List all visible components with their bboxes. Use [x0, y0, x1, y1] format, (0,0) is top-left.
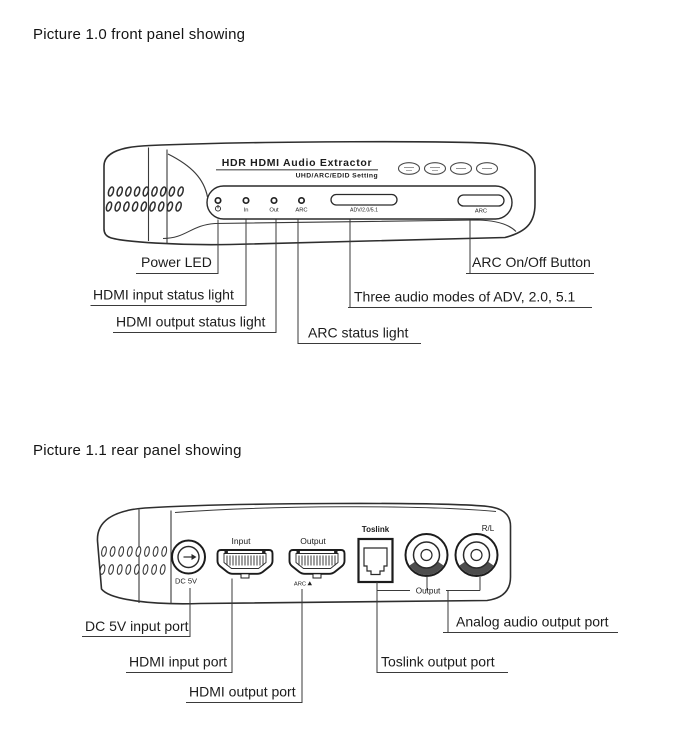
adv-mode-button-label: ADV/2.0/5.1 [350, 208, 378, 214]
rear-top-edge-line [174, 506, 497, 513]
logo-badges [397, 162, 499, 175]
led-label-out: Out [269, 208, 279, 214]
callout-arc-status: ARC status light [297, 219, 421, 344]
hdmi-input-port-label: Input [232, 536, 252, 546]
rear-callouts: DC 5V input port HDMI input port HDMI ou… [82, 578, 618, 703]
figure1-title: Picture 1.0 front panel showing [33, 26, 246, 43]
brand-subtitle: UHD/ARC/EDID Setting [296, 173, 378, 180]
dc-port-label: DC 5V [175, 577, 197, 586]
callout-dc-input: DC 5V input port [82, 588, 191, 637]
front-callouts: Power LED HDMI input status light HDMI o… [90, 219, 594, 344]
dc-power-jack [171, 539, 206, 575]
rear-panel-drawing: DC 5V Input Output ARC Toslink R/L Outpu… [96, 502, 512, 605]
callout-hdmi-output-label: HDMI output port [189, 684, 296, 700]
front-bottom-ridge [162, 219, 517, 240]
toslink-port [357, 537, 394, 584]
arc-toggle-button-label: ARC [475, 209, 487, 215]
front-panel-drawing: HDR HDMI Audio Extractor UHD/ARC/EDID Se… [103, 140, 536, 246]
callout-toslink-output: Toslink output port [376, 582, 508, 673]
hdmi-output-port-label: Output [300, 536, 326, 546]
callout-hdmi-input-status: HDMI input status light [90, 219, 247, 306]
toslink-port-label: Toslink [362, 525, 390, 534]
front-control-panel: In Out ARC ADV/2.0/5.1 ARC [206, 185, 513, 220]
led-label-arc: ARC [295, 208, 307, 214]
callout-power-led: Power LED [136, 219, 219, 274]
output-group-bracket: Output [377, 576, 481, 596]
oval-badge-icon [449, 162, 473, 175]
callout-analog-output-label: Analog audio output port [456, 614, 609, 630]
power-icon [215, 204, 221, 212]
callout-power-led-label: Power LED [141, 254, 212, 270]
callout-hdmi-input: HDMI input port [126, 578, 233, 673]
brand-title: HDR HDMI Audio Extractor [222, 157, 373, 169]
callout-arc-status-label: ARC status light [308, 325, 408, 341]
callout-arc-onoff: ARC On/Off Button [466, 219, 594, 274]
callout-dc-input-label: DC 5V input port [85, 618, 189, 634]
callout-audio-modes-label: Three audio modes of ADV, 2.0, 5.1 [354, 289, 576, 305]
figure2-title: Picture 1.1 rear panel showing [33, 442, 242, 459]
output-led-light [270, 196, 278, 205]
oval-badge-icon [397, 162, 421, 175]
power-led-light [214, 196, 222, 205]
callout-hdmi-input-label: HDMI input port [129, 654, 227, 670]
rl-label: R/L [482, 524, 495, 533]
callout-audio-modes: Three audio modes of ADV, 2.0, 5.1 [348, 219, 592, 308]
output-group-label: Output [416, 587, 441, 596]
oval-badge-icon [423, 162, 447, 175]
arc-tag-label: ARC [294, 582, 306, 588]
input-led-light [242, 196, 250, 205]
oval-badge-icon [475, 162, 499, 175]
callout-hdmi-output-status: HDMI output status light [113, 219, 277, 333]
callout-hdmi-output-status-label: HDMI output status light [116, 314, 266, 330]
dc-pin-arrow-icon [183, 554, 197, 560]
led-label-in: In [244, 208, 249, 214]
rca-jack-left [404, 533, 449, 577]
front-top-transition-curve [167, 153, 209, 198]
callout-toslink-output-label: Toslink output port [381, 654, 495, 670]
rca-jack-right [454, 533, 499, 577]
arc-toggle-button [457, 194, 505, 207]
arc-led-light [297, 196, 306, 205]
callout-hdmi-input-status-label: HDMI input status light [93, 287, 234, 303]
callout-arc-onoff-label: ARC On/Off Button [472, 254, 591, 270]
callout-analog-output: Analog audio output port [443, 591, 618, 633]
adv-mode-button [330, 193, 398, 206]
callout-hdmi-output: HDMI output port [186, 589, 303, 703]
triangle-up-icon [307, 581, 312, 586]
